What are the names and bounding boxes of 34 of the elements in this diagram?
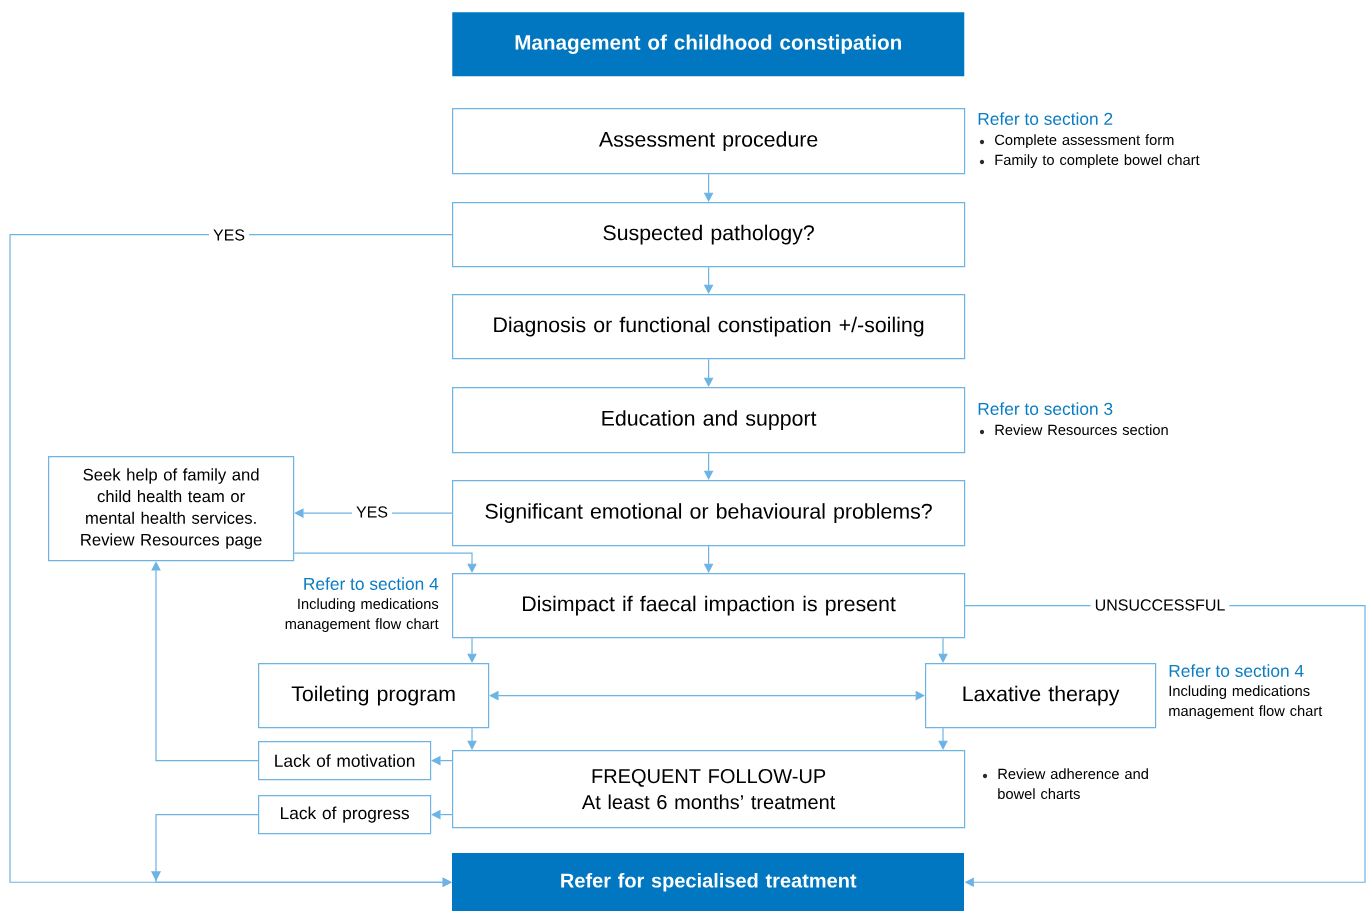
note-text: Including medications management flow chart [285, 598, 439, 632]
decision-box: Significant emotional or behavioural problems? [452, 480, 966, 547]
referral-box: Refer for specialised treatment [452, 829, 964, 911]
section-reference: Refer to section 4 [304, 577, 439, 590]
title-banner: Management of childhood constipation [452, 12, 965, 77]
process-box: FREQUENT FOLLOW-UP At least 6 months’ treatment [452, 750, 966, 829]
arrow [938, 727, 948, 750]
section-reference: Refer to section 4 [1169, 664, 1304, 677]
arrow [151, 561, 259, 762]
process-box: Toileting program [258, 663, 490, 729]
section-reference: Refer to section 2 [978, 112, 1113, 125]
bullet-note: Complete assessment form [979, 134, 1174, 148]
process-box: Education and support [452, 387, 966, 454]
process-box: Laxative therapy [925, 663, 1157, 729]
section-reference: Refer to section 3 [978, 402, 1113, 415]
arrow [489, 690, 925, 701]
arrow [467, 727, 477, 750]
process-box: Disimpact if faecal impaction is present [452, 573, 966, 639]
edge-label: YES [352, 502, 392, 522]
outcome-box: Lack of progress [258, 795, 432, 835]
note-text: Including medications management flow chart [1169, 685, 1323, 719]
action-box: Seek help of family and child health team or mental health services. Review Resources page [48, 456, 295, 562]
arrow [293, 552, 477, 573]
bullet-note: Family to complete bowel chart [979, 154, 1200, 168]
process-box: Assessment procedure [452, 108, 966, 175]
outcome-box: Lack of motivation [258, 741, 432, 781]
edge-label: YES [209, 225, 249, 245]
arrow [467, 637, 477, 663]
edge-label: UNSUCCESSFUL [1090, 595, 1230, 615]
bullet-note: Review adherence and bowel charts [982, 768, 1148, 800]
process-box: Diagnosis or functional constipation +/-soiling [452, 294, 966, 360]
arrow [938, 637, 948, 663]
bullet-note: Review Resources section [979, 424, 1168, 436]
decision-box: Suspected pathology? [452, 202, 966, 268]
